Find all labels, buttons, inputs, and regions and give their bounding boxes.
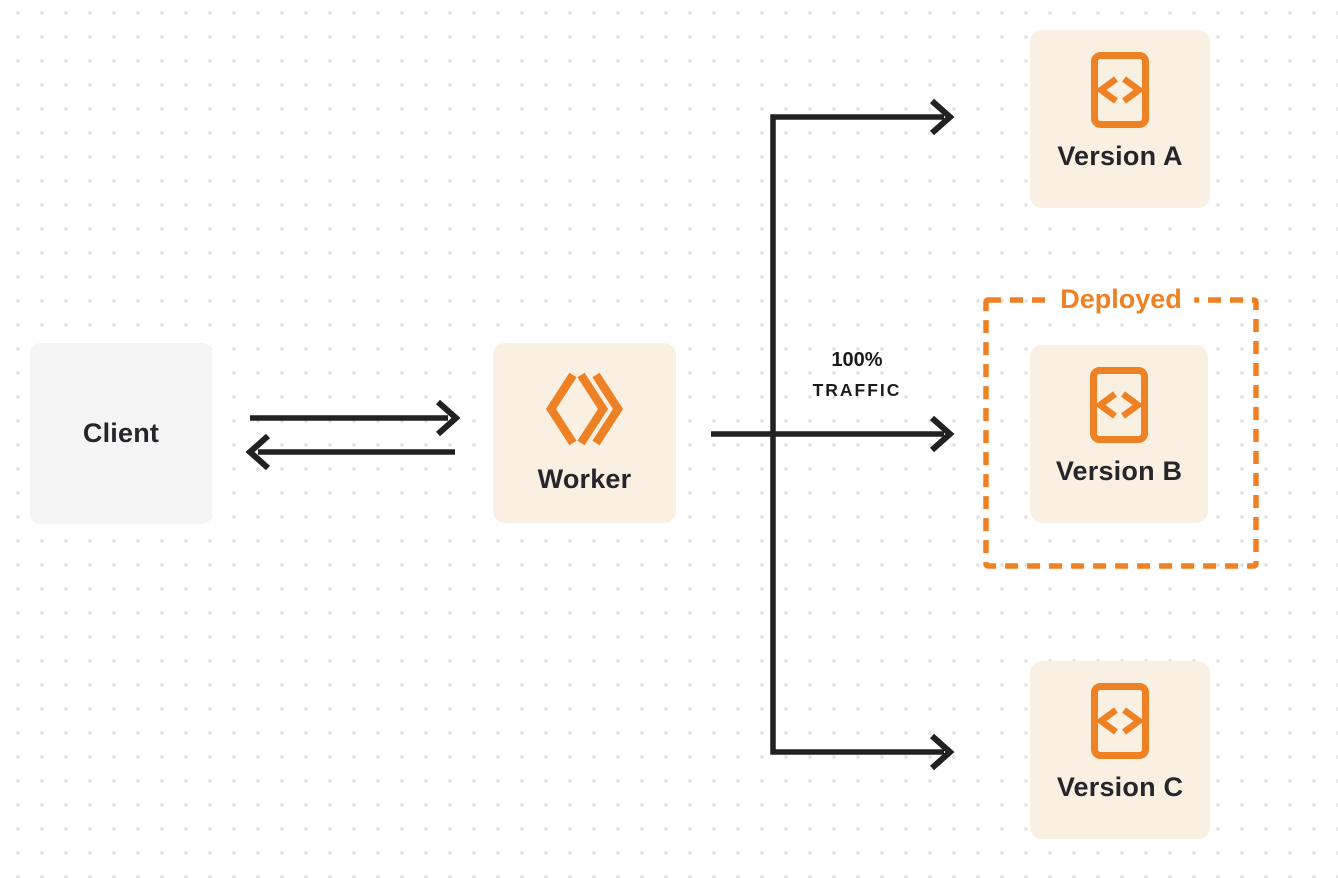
version-b-node: Version B	[1030, 345, 1208, 523]
deployed-label: Deployed	[1048, 284, 1194, 314]
code-file-icon	[1090, 367, 1148, 443]
worker-label: Worker	[537, 464, 632, 494]
code-file-icon	[1091, 683, 1149, 759]
client-label: Client	[82, 418, 160, 448]
arrowhead-version-c-icon	[930, 733, 955, 771]
traffic-annotation: 100% TRAFFIC	[790, 349, 924, 401]
client-node: Client	[30, 343, 212, 524]
version-a-node: Version A	[1030, 30, 1210, 208]
arrowhead-right-icon	[436, 399, 461, 437]
deployed-region: Deployed	[983, 284, 1259, 569]
version-c-label: Version C	[1056, 772, 1184, 802]
version-c-node: Version C	[1030, 661, 1210, 839]
worker-double-chevron-icon	[545, 372, 623, 446]
worker-node: Worker	[493, 343, 676, 523]
code-file-icon	[1091, 52, 1149, 128]
arrowhead-left-icon	[245, 433, 270, 471]
edge-branch-trunk	[770, 114, 944, 755]
traffic-word-text: TRAFFIC	[812, 380, 902, 400]
version-b-label: Version B	[1055, 456, 1183, 486]
arrowhead-version-a-icon	[930, 98, 955, 136]
arrowhead-version-b-icon	[930, 415, 955, 453]
traffic-percent-text: 100%	[831, 349, 883, 371]
version-a-label: Version A	[1057, 141, 1183, 171]
